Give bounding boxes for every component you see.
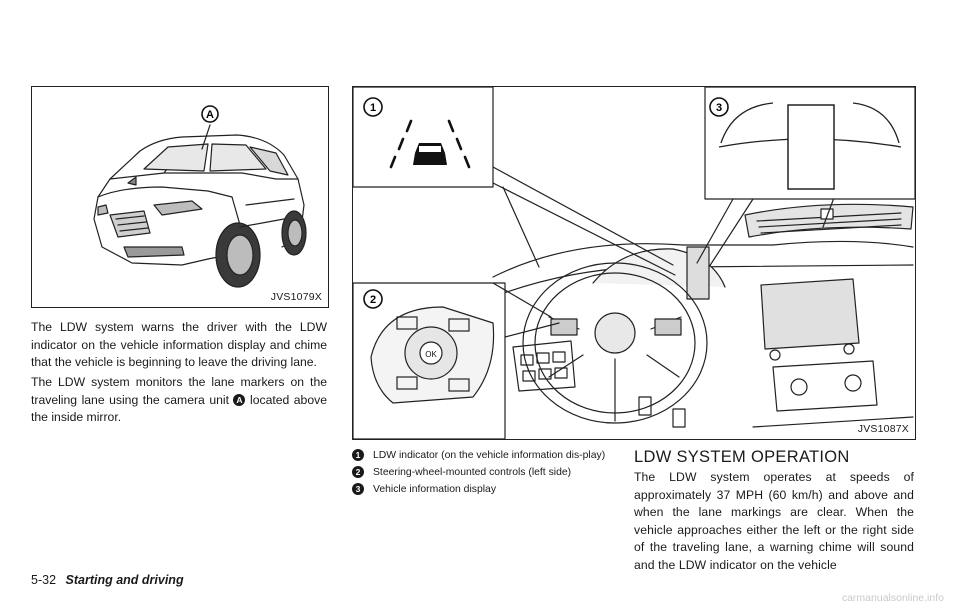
- section-heading: LDW SYSTEM OPERATION: [634, 448, 850, 466]
- section-body: The LDW system operates at speeds of app…: [634, 470, 914, 572]
- chapter-title: Starting and driving: [65, 573, 184, 587]
- dashboard-figure: OK 1 2 3 JVS1087X: [352, 86, 916, 440]
- car-illustration: A: [93, 105, 307, 288]
- ldw-indicator-icon: [389, 119, 471, 169]
- legend-text: Steering-wheel-mounted controls (left si…: [373, 467, 572, 478]
- callout-a-label: A: [206, 109, 214, 121]
- legend-item: 3 Vehicle information display: [352, 483, 614, 496]
- legend-number: 1: [352, 449, 364, 461]
- legend-number: 2: [352, 466, 364, 478]
- camera-paragraph-end: located above the inside mirror.: [31, 392, 327, 425]
- dashboard-illustration: OK 1 2 3: [352, 86, 916, 440]
- figure-id: JVS1087X: [857, 423, 909, 435]
- callout-1-label: 1: [370, 102, 376, 114]
- callout-2-label: 2: [370, 294, 376, 306]
- callout-a-badge: A: [233, 393, 246, 406]
- watermark: carmanualsonline.info: [841, 592, 944, 604]
- figure-legend: 1 LDW indicator (on the vehicle informat…: [352, 449, 614, 500]
- camera-paragraph-text: The LDW system monitors the lane markers…: [31, 375, 327, 407]
- figure-id: JVS1079X: [270, 291, 322, 303]
- camera-paragraph: The LDW system monitors the lane markers…: [31, 374, 327, 427]
- car-figure: A JVS1079X: [31, 86, 329, 308]
- svg-text:OK: OK: [425, 350, 437, 359]
- legend-item: 1 LDW indicator (on the vehicle informat…: [352, 449, 614, 462]
- intro-paragraph: The LDW system warns the driver with the…: [31, 320, 327, 370]
- callout-3-label: 3: [716, 102, 722, 114]
- page-number: 5-32: [31, 573, 57, 587]
- page-footer: 5-32 Starting and driving: [31, 573, 184, 587]
- callout-a-circle: [201, 105, 219, 123]
- legend-number: 3: [352, 483, 364, 495]
- info-display-screen: [787, 104, 835, 190]
- legend-item: 2 Steering-wheel-mounted controls (left …: [352, 466, 614, 479]
- legend-text: LDW indicator (on the vehicle informatio…: [373, 450, 606, 461]
- legend-text: Vehicle information display: [373, 484, 497, 495]
